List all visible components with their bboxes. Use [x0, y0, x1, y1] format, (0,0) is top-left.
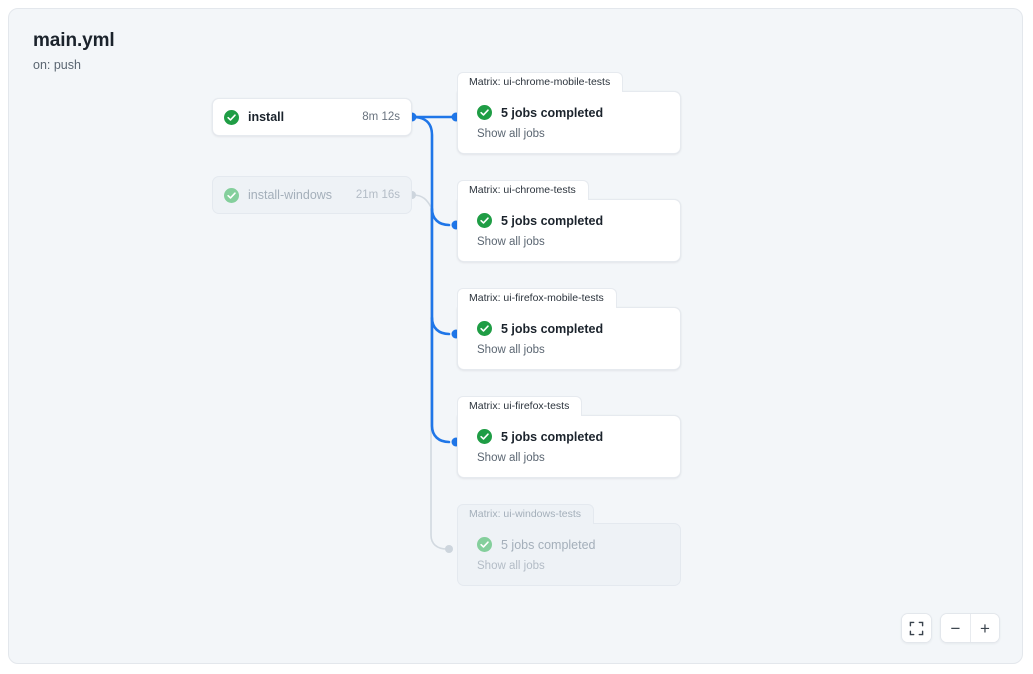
check-circle-icon: [477, 321, 492, 336]
matrix-tab-label: Matrix: ui-firefox-tests: [457, 396, 583, 416]
matrix-tab-label: Matrix: ui-chrome-mobile-tests: [457, 72, 624, 92]
show-all-jobs-link[interactable]: Show all jobs: [477, 236, 545, 248]
status-badge: 5 jobs completed: [501, 537, 596, 552]
job-duration-label: 21m 16s: [355, 189, 400, 201]
check-circle-icon: [477, 537, 492, 552]
show-all-jobs-link[interactable]: Show all jobs: [477, 128, 545, 140]
check-circle-icon: [477, 429, 492, 444]
minus-icon: −: [950, 618, 961, 638]
status-badge: 5 jobs completed: [501, 105, 604, 120]
matrix-card-body[interactable]: 5 jobs completed Show all jobs: [457, 415, 681, 478]
job-node-install-windows[interactable]: install-windows 21m 16s: [212, 176, 412, 214]
show-all-jobs-link[interactable]: Show all jobs: [477, 452, 545, 464]
matrix-card-body[interactable]: 5 jobs completed Show all jobs: [457, 91, 681, 154]
matrix-status-row: 5 jobs completed: [477, 321, 666, 336]
show-all-jobs-link[interactable]: Show all jobs: [477, 560, 545, 572]
check-circle-icon: [224, 187, 239, 203]
show-all-jobs-link[interactable]: Show all jobs: [477, 344, 545, 356]
status-badge: 5 jobs completed: [501, 429, 604, 444]
matrix-tab-label: Matrix: ui-windows-tests: [457, 504, 595, 524]
zoom-in-button[interactable]: +: [970, 614, 999, 642]
edge-branch-to-chrome-tests: [430, 207, 451, 227]
matrix-tab-label: Matrix: ui-firefox-mobile-tests: [457, 288, 617, 308]
matrix-tab-label: Matrix: ui-chrome-tests: [457, 180, 589, 200]
check-circle-icon: [477, 105, 492, 120]
matrix-card-ui-windows-tests[interactable]: Matrix: ui-windows-tests 5 jobs complete…: [457, 504, 681, 586]
matrix-card-body[interactable]: 5 jobs completed Show all jobs: [457, 523, 681, 586]
job-name-label: install-windows: [248, 188, 333, 202]
edge-branch-to-firefox-mobile-tests: [430, 316, 451, 336]
matrix-status-row: 5 jobs completed: [477, 429, 666, 444]
status-badge: 5 jobs completed: [501, 321, 604, 336]
plus-icon: +: [980, 618, 990, 638]
matrix-card-ui-chrome-mobile-tests[interactable]: Matrix: ui-chrome-mobile-tests 5 jobs co…: [457, 72, 681, 154]
matrix-card-body[interactable]: 5 jobs completed Show all jobs: [457, 199, 681, 262]
canvas-controls[interactable]: − +: [901, 613, 1000, 643]
workflow-canvas[interactable]: main.yml on: push install 8m 12s: [8, 8, 1023, 664]
matrix-status-row: 5 jobs completed: [477, 213, 666, 228]
job-node-install[interactable]: install 8m 12s: [212, 98, 412, 136]
matrix-card-ui-firefox-mobile-tests[interactable]: Matrix: ui-firefox-mobile-tests 5 jobs c…: [457, 288, 681, 370]
job-name-label: install: [248, 110, 285, 124]
matrix-card-ui-firefox-tests[interactable]: Matrix: ui-firefox-tests 5 jobs complete…: [457, 396, 681, 478]
matrix-status-row: 5 jobs completed: [477, 537, 666, 552]
fit-screen-icon: [909, 621, 924, 635]
job-duration-label: 8m 12s: [362, 111, 400, 123]
fit-view-button[interactable]: [902, 614, 931, 642]
zoom-out-button[interactable]: −: [941, 614, 970, 642]
edge-install-trunk: [411, 115, 451, 444]
matrix-status-row: 5 jobs completed: [477, 105, 666, 120]
fit-view-group[interactable]: [901, 613, 932, 643]
matrix-card-body[interactable]: 5 jobs completed Show all jobs: [457, 307, 681, 370]
port-windows-tests-input: [445, 545, 453, 553]
check-circle-icon: [477, 213, 492, 228]
matrix-card-ui-chrome-tests[interactable]: Matrix: ui-chrome-tests 5 jobs completed…: [457, 180, 681, 262]
status-badge: 5 jobs completed: [501, 213, 604, 228]
zoom-group[interactable]: − +: [940, 613, 1000, 643]
check-circle-icon: [224, 109, 239, 125]
edge-install-windows-to-windows-tests: [412, 194, 448, 550]
